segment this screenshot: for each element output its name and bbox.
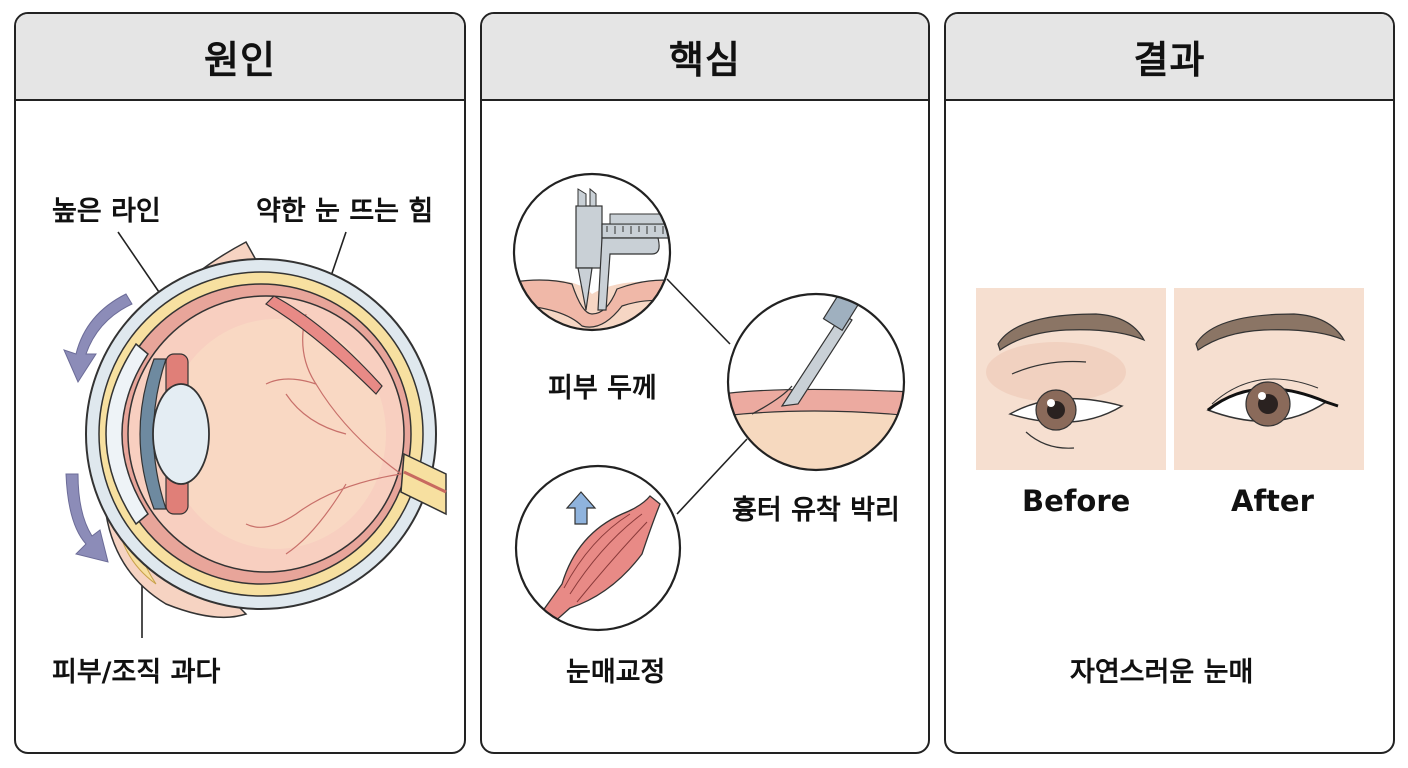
panel-header: 핵심 xyxy=(482,14,928,101)
eye-before-icon xyxy=(976,288,1166,470)
label-weak-levator: 약한 눈 뜨는 힘 xyxy=(256,196,434,227)
caliper-measuring-skin-icon xyxy=(514,174,670,330)
panel-key: 핵심 피부 두께 흉터 유착 박리 눈매교정 xyxy=(480,12,930,754)
before-after-eyes-illustration xyxy=(976,288,1364,470)
eye-after-icon xyxy=(1174,288,1364,470)
label-before: Before xyxy=(1022,484,1131,518)
panel-title: 핵심 xyxy=(669,38,741,82)
panel-header: 결과 xyxy=(946,14,1393,101)
key-illustrations xyxy=(512,172,906,632)
label-natural-eyes: 자연스러운 눈매 xyxy=(1070,657,1254,688)
label-high-line: 높은 라인 xyxy=(52,196,161,227)
label-adhesion-release: 흉터 유착 박리 xyxy=(732,495,900,526)
panel-cause: 원인 높은 라인 약한 눈 뜨는 힘 피부/조직 과다 xyxy=(14,12,466,754)
scalpel-dissecting-tissue-icon xyxy=(728,294,904,470)
up-arrow-icon xyxy=(565,491,597,525)
panel-title: 원인 xyxy=(204,38,276,82)
label-ptosis-correction: 눈매교정 xyxy=(566,657,666,688)
muscle-with-up-arrow-icon xyxy=(516,466,680,630)
label-excess-tissue: 피부/조직 과다 xyxy=(52,657,221,688)
panel-header: 원인 xyxy=(16,14,464,101)
panel-title: 결과 xyxy=(1133,38,1206,82)
eye-cross-section-illustration xyxy=(63,231,447,638)
label-skin-thickness: 피부 두께 xyxy=(548,373,657,404)
label-after: After xyxy=(1231,484,1314,518)
panel-result: 결과 Before After 자연스러운 눈매 xyxy=(944,12,1395,754)
